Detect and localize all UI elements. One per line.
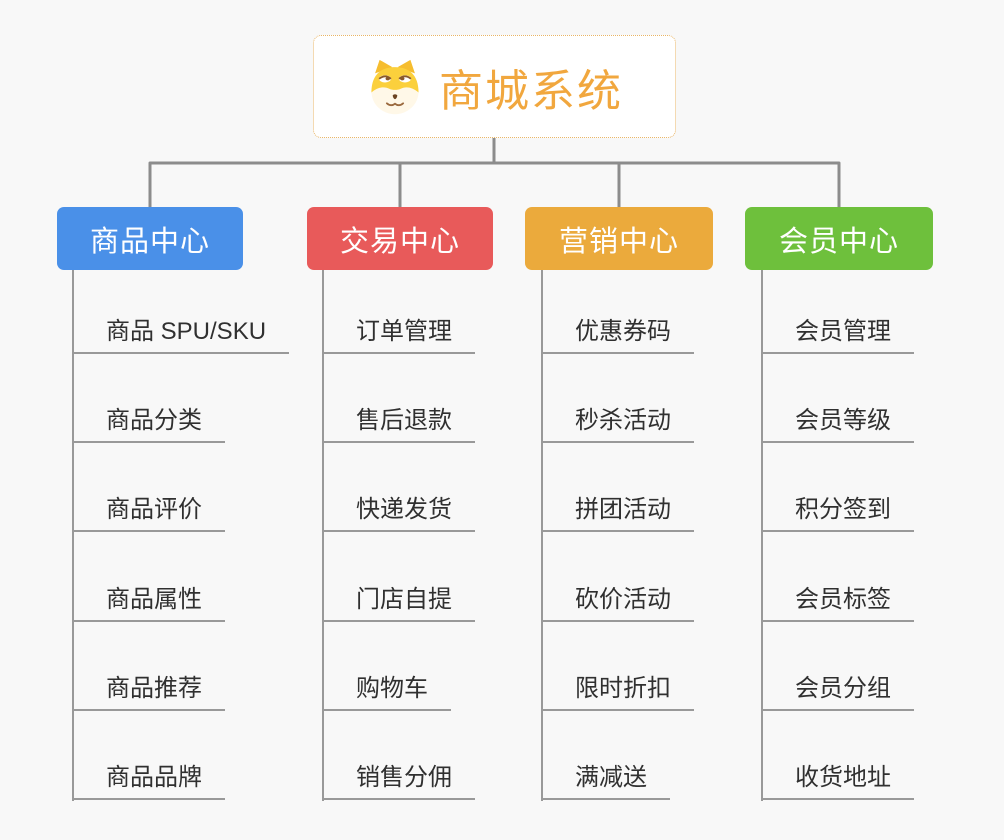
leaf-node[interactable]: 订单管理	[322, 314, 475, 354]
branch-header-marketing[interactable]: 营销中心	[525, 207, 713, 270]
leaf-node[interactable]: 积分签到	[761, 492, 914, 532]
root-title: 商城系统	[439, 66, 623, 116]
leaf-node[interactable]: 购物车	[322, 671, 451, 711]
leaf-node[interactable]: 砍价活动	[541, 582, 694, 622]
leaf-node[interactable]: 商品分类	[72, 403, 225, 443]
leaf-node[interactable]: 收货地址	[761, 760, 914, 800]
root-node[interactable]: 商城系统	[313, 35, 676, 138]
leaf-node[interactable]: 会员标签	[761, 582, 914, 622]
branch-header-member[interactable]: 会员中心	[745, 207, 933, 270]
branch-header-product[interactable]: 商品中心	[57, 207, 243, 270]
leaf-node[interactable]: 售后退款	[322, 403, 475, 443]
leaf-node[interactable]: 快递发货	[322, 492, 475, 532]
leaf-node[interactable]: 会员等级	[761, 403, 914, 443]
leaf-node[interactable]: 门店自提	[322, 582, 475, 622]
leaf-node[interactable]: 商品属性	[72, 582, 225, 622]
leaf-node[interactable]: 拼团活动	[541, 492, 694, 532]
branch-trunk-line	[72, 270, 74, 801]
leaf-node[interactable]: 商品评价	[72, 492, 225, 532]
leaf-node[interactable]: 商品 SPU/SKU	[72, 314, 290, 354]
leaf-node[interactable]: 满减送	[541, 760, 670, 800]
branch-header-trade[interactable]: 交易中心	[307, 207, 493, 270]
leaf-node[interactable]: 商品推荐	[72, 671, 225, 711]
leaf-node[interactable]: 限时折扣	[541, 671, 694, 711]
branch-trunk-line	[761, 270, 763, 801]
doge-icon	[366, 58, 424, 116]
branch-trunk-line	[322, 270, 324, 801]
leaf-node[interactable]: 销售分佣	[322, 760, 475, 800]
branch-trunk-line	[541, 270, 543, 801]
leaf-node[interactable]: 优惠券码	[541, 314, 694, 354]
leaf-node[interactable]: 会员分组	[761, 671, 914, 711]
leaf-node[interactable]: 会员管理	[761, 314, 914, 354]
leaf-node[interactable]: 商品品牌	[72, 760, 225, 800]
leaf-node[interactable]: 秒杀活动	[541, 403, 694, 443]
